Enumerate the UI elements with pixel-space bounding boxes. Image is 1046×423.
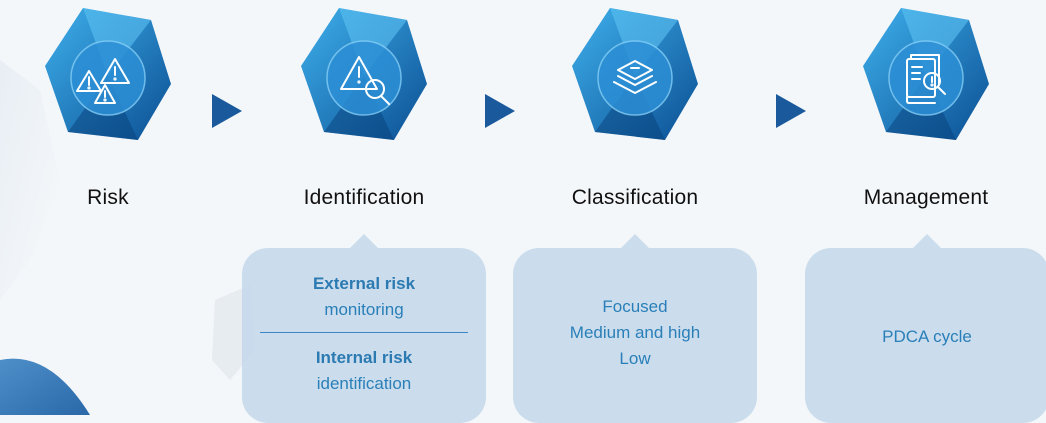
step-label-risk: Risk bbox=[87, 186, 129, 209]
management-card: PDCA cycle bbox=[805, 234, 1046, 423]
document-inspection-icon bbox=[891, 45, 961, 115]
internal-risk-subtitle: identification bbox=[316, 374, 412, 393]
card-pointer bbox=[913, 234, 941, 248]
classification-card: Focused Medium and high Low bbox=[513, 234, 757, 423]
step-label-classification: Classification bbox=[571, 186, 699, 209]
card-divider bbox=[260, 332, 468, 333]
card-pointer bbox=[350, 234, 378, 248]
arrow-right-icon bbox=[485, 94, 515, 128]
external-risk-title: External risk bbox=[312, 274, 416, 293]
step-label-management: Management bbox=[863, 186, 989, 209]
layers-icon bbox=[600, 45, 670, 115]
step-management: Management bbox=[826, 0, 1026, 230]
identification-card: External risk monitoring Internal risk i… bbox=[242, 234, 486, 423]
hexagon-badge bbox=[43, 6, 173, 146]
classification-line-focused: Focused bbox=[602, 297, 668, 316]
warning-triangles-icon bbox=[73, 45, 143, 115]
step-risk: Risk bbox=[8, 0, 208, 230]
management-text: PDCA cycle bbox=[882, 327, 972, 346]
step-classification: Classification bbox=[535, 0, 735, 230]
classification-line-low: Low bbox=[619, 349, 651, 368]
hexagon-badge bbox=[299, 6, 429, 146]
step-label-identification: Identification bbox=[303, 186, 425, 209]
card-pointer bbox=[621, 234, 649, 248]
step-identification: Identification bbox=[264, 0, 464, 230]
external-risk-subtitle: monitoring bbox=[324, 300, 404, 319]
classification-line-medium-high: Medium and high bbox=[569, 323, 701, 342]
arrow-right-icon bbox=[212, 94, 242, 128]
internal-risk-title: Internal risk bbox=[315, 348, 413, 367]
warning-magnifier-icon bbox=[329, 45, 399, 115]
arrow-right-icon bbox=[776, 94, 806, 128]
